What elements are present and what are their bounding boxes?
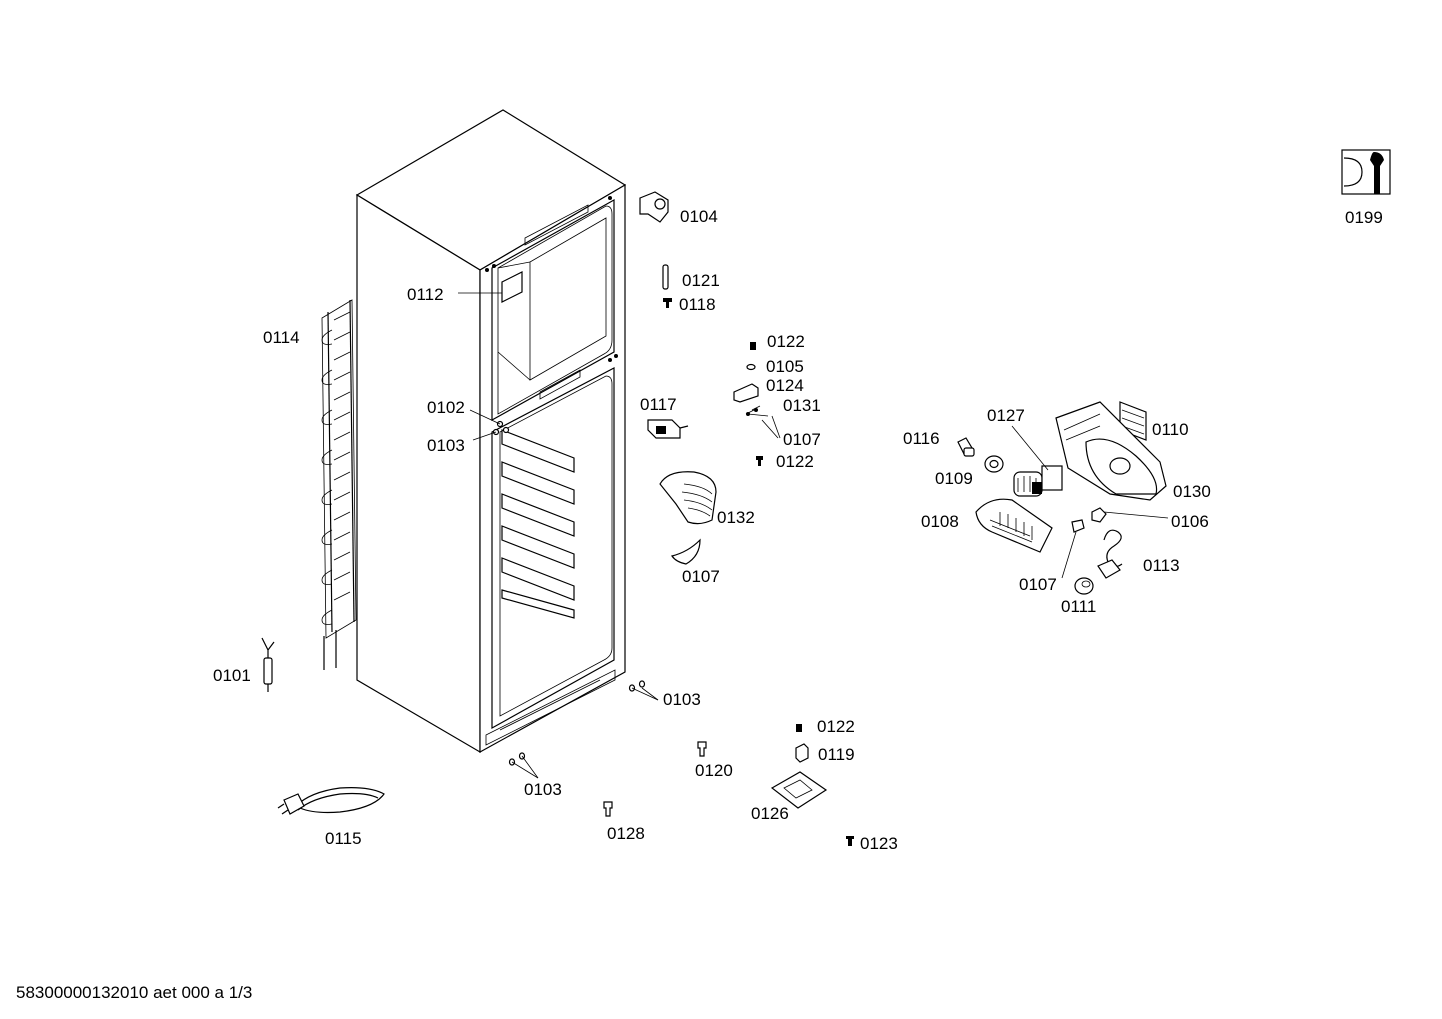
screw-part [663, 298, 672, 308]
bracket-part [733, 383, 759, 403]
label-0109: 0109 [935, 469, 973, 488]
label-0131: 0131 [783, 396, 821, 415]
label-0112: 0112 [407, 285, 444, 304]
label-0199: 0199 [1345, 208, 1383, 227]
fan-motor-part [1013, 465, 1063, 497]
fan-cover-part [659, 471, 717, 525]
label-0127: 0127 [987, 406, 1025, 425]
label-0120: 0120 [695, 761, 733, 780]
sensor-part [1097, 529, 1123, 579]
washer-part [746, 363, 756, 371]
screw-part [756, 456, 763, 466]
label-0103-center: 0103 [427, 436, 465, 455]
label-0126: 0126 [751, 804, 789, 823]
power-cable-part [277, 787, 385, 815]
leader-lines [458, 292, 1169, 779]
label-0117: 0117 [640, 395, 677, 414]
label-0104: 0104 [680, 207, 718, 226]
label-0128: 0128 [607, 824, 645, 843]
label-0111: 0111 [1061, 597, 1096, 616]
screw-part [796, 724, 802, 732]
pin-part [662, 264, 669, 290]
screw-part [750, 342, 756, 350]
label-0105: 0105 [766, 357, 804, 376]
label-0107-lens: 0107 [682, 567, 720, 586]
label-0132: 0132 [717, 508, 755, 527]
dryer-filter-part [261, 637, 275, 692]
label-0103-bottom: 0103 [524, 780, 562, 799]
label-0107-right: 0107 [1019, 575, 1057, 594]
clip-part [795, 743, 809, 763]
thermostat-part [647, 419, 689, 439]
label-0102: 0102 [427, 398, 465, 417]
screw-part [846, 836, 854, 846]
label-0130: 0130 [1173, 482, 1211, 501]
part-labels: 0104 0121 0118 0112 0114 0122 0105 0124 … [213, 207, 1383, 853]
label-0123: 0123 [860, 834, 898, 853]
condenser-coil [321, 299, 357, 670]
label-0121: 0121 [682, 271, 720, 290]
screw-part [697, 741, 707, 757]
label-0124: 0124 [766, 376, 804, 395]
fridge-cabinet [355, 109, 627, 754]
knob-part [1074, 577, 1094, 595]
plate-part [770, 771, 828, 809]
hinge-part [639, 191, 669, 223]
screw-part [603, 801, 613, 817]
wrench-icon [1341, 149, 1391, 195]
label-0119: 0119 [818, 745, 855, 764]
footer-code: 58300000132010 aet 000 a 1/3 [16, 983, 252, 1002]
label-0122-top: 0122 [767, 332, 805, 351]
label-0101: 0101 [213, 666, 251, 685]
label-0114: 0114 [263, 328, 300, 347]
label-0110: 0110 [1152, 420, 1189, 439]
label-0108: 0108 [921, 512, 959, 531]
small-part [1071, 519, 1085, 533]
lamp-housing-part [1055, 401, 1167, 501]
label-0103-right: 0103 [663, 690, 701, 709]
connector-part [1091, 507, 1107, 523]
label-0113: 0113 [1143, 556, 1180, 575]
lamp-bulb-part [957, 437, 975, 457]
label-0107-top: 0107 [783, 430, 821, 449]
ring-part [984, 455, 1004, 473]
lamp-cover-part [975, 498, 1053, 553]
label-0118: 0118 [679, 295, 716, 314]
label-0122-bottom: 0122 [817, 717, 855, 736]
label-0115: 0115 [325, 829, 362, 848]
label-0106: 0106 [1171, 512, 1209, 531]
label-0116: 0116 [903, 429, 940, 448]
lens-part [671, 538, 701, 565]
label-0122-mid: 0122 [776, 452, 814, 471]
